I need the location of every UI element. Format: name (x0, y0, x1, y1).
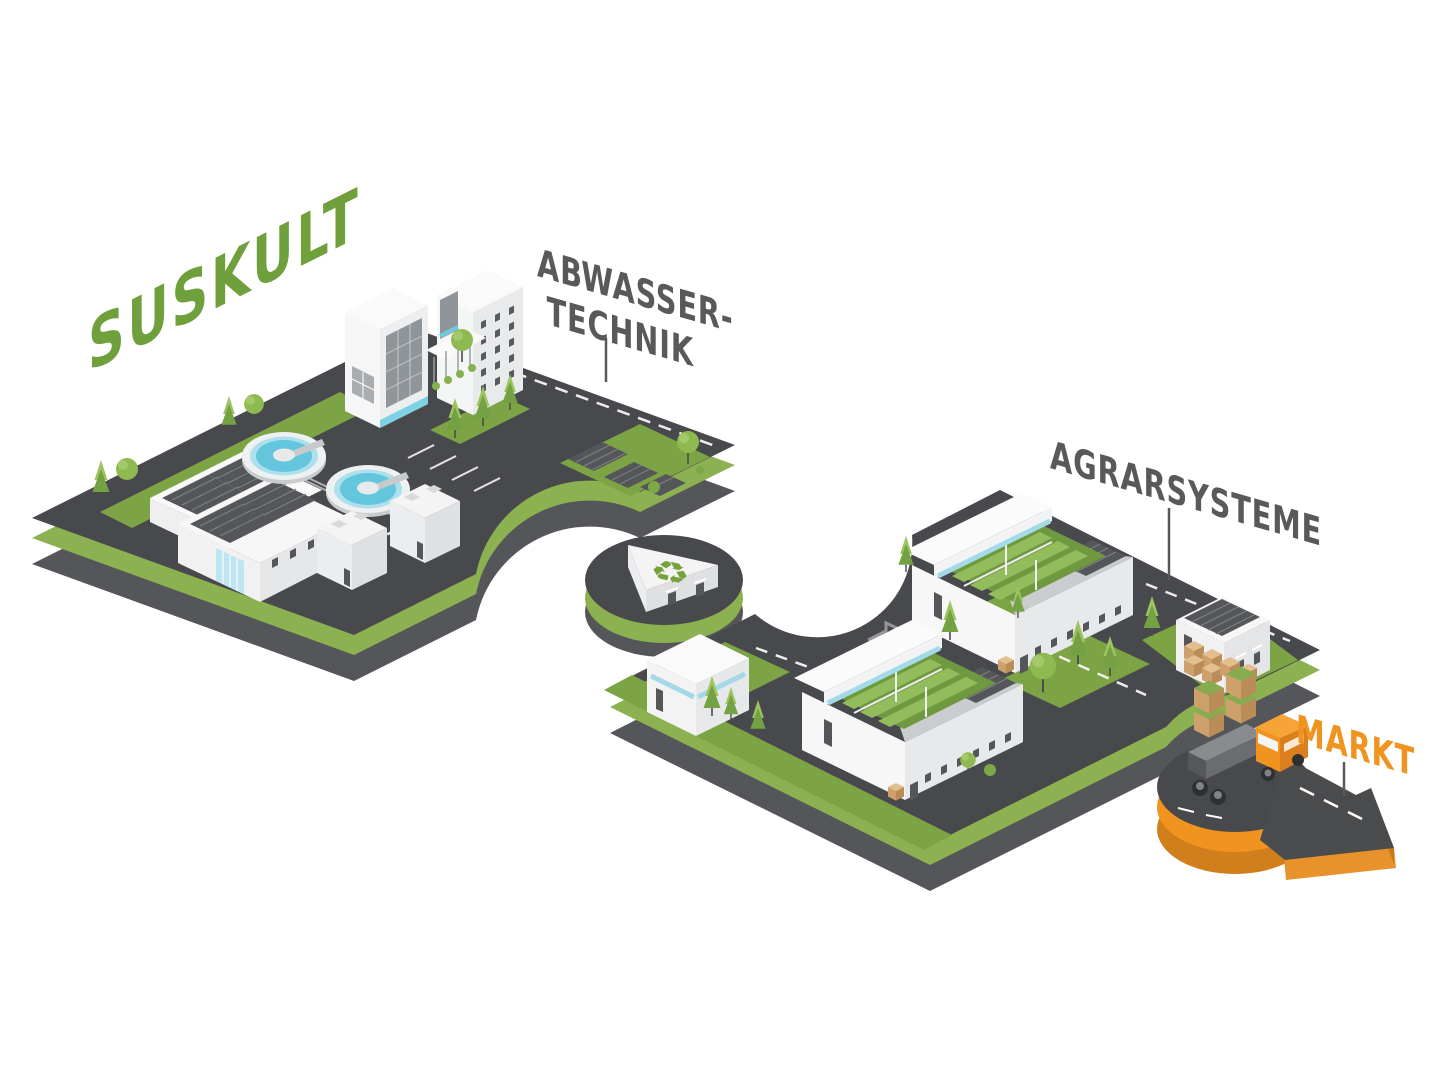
recycling-hub: ♻ (585, 535, 743, 657)
platform-wastewater (32, 270, 735, 681)
clarifier-tank-1 (242, 432, 326, 484)
label-abwassertechnik: ABWASSER- TECHNIK (537, 241, 744, 391)
market-platform (1157, 666, 1396, 880)
recycling-icon: ♻ (646, 552, 693, 594)
delivery-truck (1188, 666, 1308, 805)
page-title: SUSKULT (88, 173, 360, 390)
trees (91, 328, 704, 501)
road-arrow (1177, 757, 1396, 880)
triangular-recycling-building: ♻ (628, 545, 718, 612)
utility-building (647, 634, 749, 736)
water-feature (380, 396, 428, 428)
trees (702, 535, 1162, 776)
shrubs (432, 364, 476, 390)
window-grid (481, 305, 514, 393)
truck-cab (1256, 714, 1308, 781)
platform-agriculture (604, 490, 1320, 891)
